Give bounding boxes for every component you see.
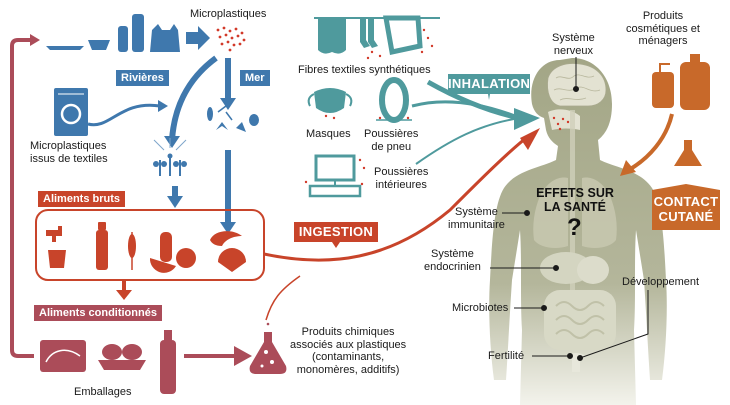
arrow-to-seafood <box>220 222 236 234</box>
label-produits-chimiques: Produits chimiques associés aux plastiqu… <box>290 326 407 376</box>
shrimp-icon <box>210 231 242 246</box>
oil-bottle-icon <box>160 340 176 394</box>
recycling-loop <box>10 38 34 358</box>
textile-icons <box>318 15 423 55</box>
label-systeme-endocrinien: Système endocrinien <box>424 248 481 273</box>
ingestion-flow <box>263 133 531 262</box>
detergent-bottle-icon <box>680 62 710 110</box>
ingestion-banner <box>294 222 378 248</box>
tag-mer: Mer <box>240 70 270 86</box>
human-body <box>489 58 667 405</box>
plankton-icon <box>207 105 259 132</box>
arrow-to-microplastics <box>186 26 210 50</box>
apple-icon <box>176 248 196 268</box>
tag-aliments-conditionnes: Aliments conditionnés <box>34 305 162 321</box>
tag-aliments-bruts: Aliments bruts <box>38 191 126 207</box>
dust-particles <box>304 114 410 186</box>
brain <box>547 63 607 107</box>
label-systeme-immunitaire: Système immunitaire <box>448 206 505 231</box>
body-silhouette <box>489 58 667 405</box>
microplastic-particles <box>216 26 246 52</box>
raw-food-box <box>35 209 265 281</box>
airway-particles <box>552 116 570 131</box>
fibre-particles <box>366 28 434 60</box>
label-microplastiques: Microplastiques <box>190 8 267 20</box>
label-masques: Masques <box>306 128 351 140</box>
melon-icon <box>149 258 176 273</box>
inhalation-flow-dust <box>415 117 521 165</box>
scallop-icon <box>218 248 246 272</box>
arrow-to-crops <box>167 196 183 208</box>
flask-icon <box>249 322 287 374</box>
plate-icon <box>46 46 84 50</box>
liver <box>577 256 609 284</box>
route-contact-cutane: CONTACT CUTANÉ <box>653 194 719 224</box>
route-ingestion: INGESTION <box>298 224 374 239</box>
tap-icon <box>46 226 62 242</box>
shirt-icon <box>318 18 346 54</box>
irrigation-crops-icon <box>153 138 187 176</box>
meat-tray-icon <box>40 340 86 372</box>
label-microbiotes: Microbiotes <box>452 302 509 314</box>
tag-rivieres: Rivières <box>116 70 169 86</box>
wheat-icon <box>128 234 136 258</box>
label-fertilite: Fertilité <box>488 350 525 362</box>
contact-flow <box>630 113 674 170</box>
label-fibres: Fibres textiles synthétiques <box>298 64 431 76</box>
bottle-small-icon <box>118 26 128 52</box>
flask-orange-icon <box>674 140 702 166</box>
carrot-icon <box>160 232 172 262</box>
soap-pump-icon <box>652 72 674 108</box>
leader-lines <box>490 57 649 361</box>
raw-food-icons <box>46 222 246 273</box>
label-emballages: Emballages <box>74 386 132 398</box>
egg-box-icon <box>98 360 146 370</box>
intestines <box>544 290 616 350</box>
label-textile-microplastics: Microplastiques issus de textiles <box>30 140 108 165</box>
textile-flow <box>87 103 161 127</box>
inhalation-banner <box>448 74 530 100</box>
bottle-large-icon <box>132 14 144 52</box>
towel-icon <box>383 15 423 55</box>
label-interieures: Poussières intérieures <box>374 166 429 191</box>
left-lung <box>533 177 568 248</box>
label-developpement: Développement <box>622 276 700 288</box>
inhalation-flow-tyres <box>411 100 521 120</box>
label-pneu: Poussières de pneu <box>364 128 419 153</box>
packaging-icons <box>40 330 176 394</box>
cosmetic-icons <box>652 54 710 166</box>
basket-icon <box>88 40 110 50</box>
tv-icon <box>308 154 362 198</box>
river-flow <box>169 55 218 141</box>
route-inhalation: INHALATION <box>448 76 531 91</box>
socks-icon <box>360 18 378 48</box>
label-cosmetiques: Produits cosmétiques et ménagers <box>626 10 700 47</box>
question-mark: ? <box>567 214 582 241</box>
contact-banner <box>652 184 720 230</box>
health-effects-title: EFFETS SUR LA SANTÉ <box>536 186 614 214</box>
label-systeme-nerveux: Système nerveux <box>552 32 595 57</box>
washing-machine-icon <box>54 88 88 136</box>
glass-icon <box>48 250 66 268</box>
right-lung <box>582 177 617 248</box>
spine <box>570 110 575 310</box>
arrow-to-packaged <box>116 290 132 300</box>
mask-icon <box>307 88 353 113</box>
plastic-bag-icon <box>150 24 180 52</box>
plastic-items <box>46 14 180 52</box>
water-bottle-icon <box>96 230 108 270</box>
chemicals-flow <box>265 275 301 321</box>
tire-icon <box>376 77 412 123</box>
